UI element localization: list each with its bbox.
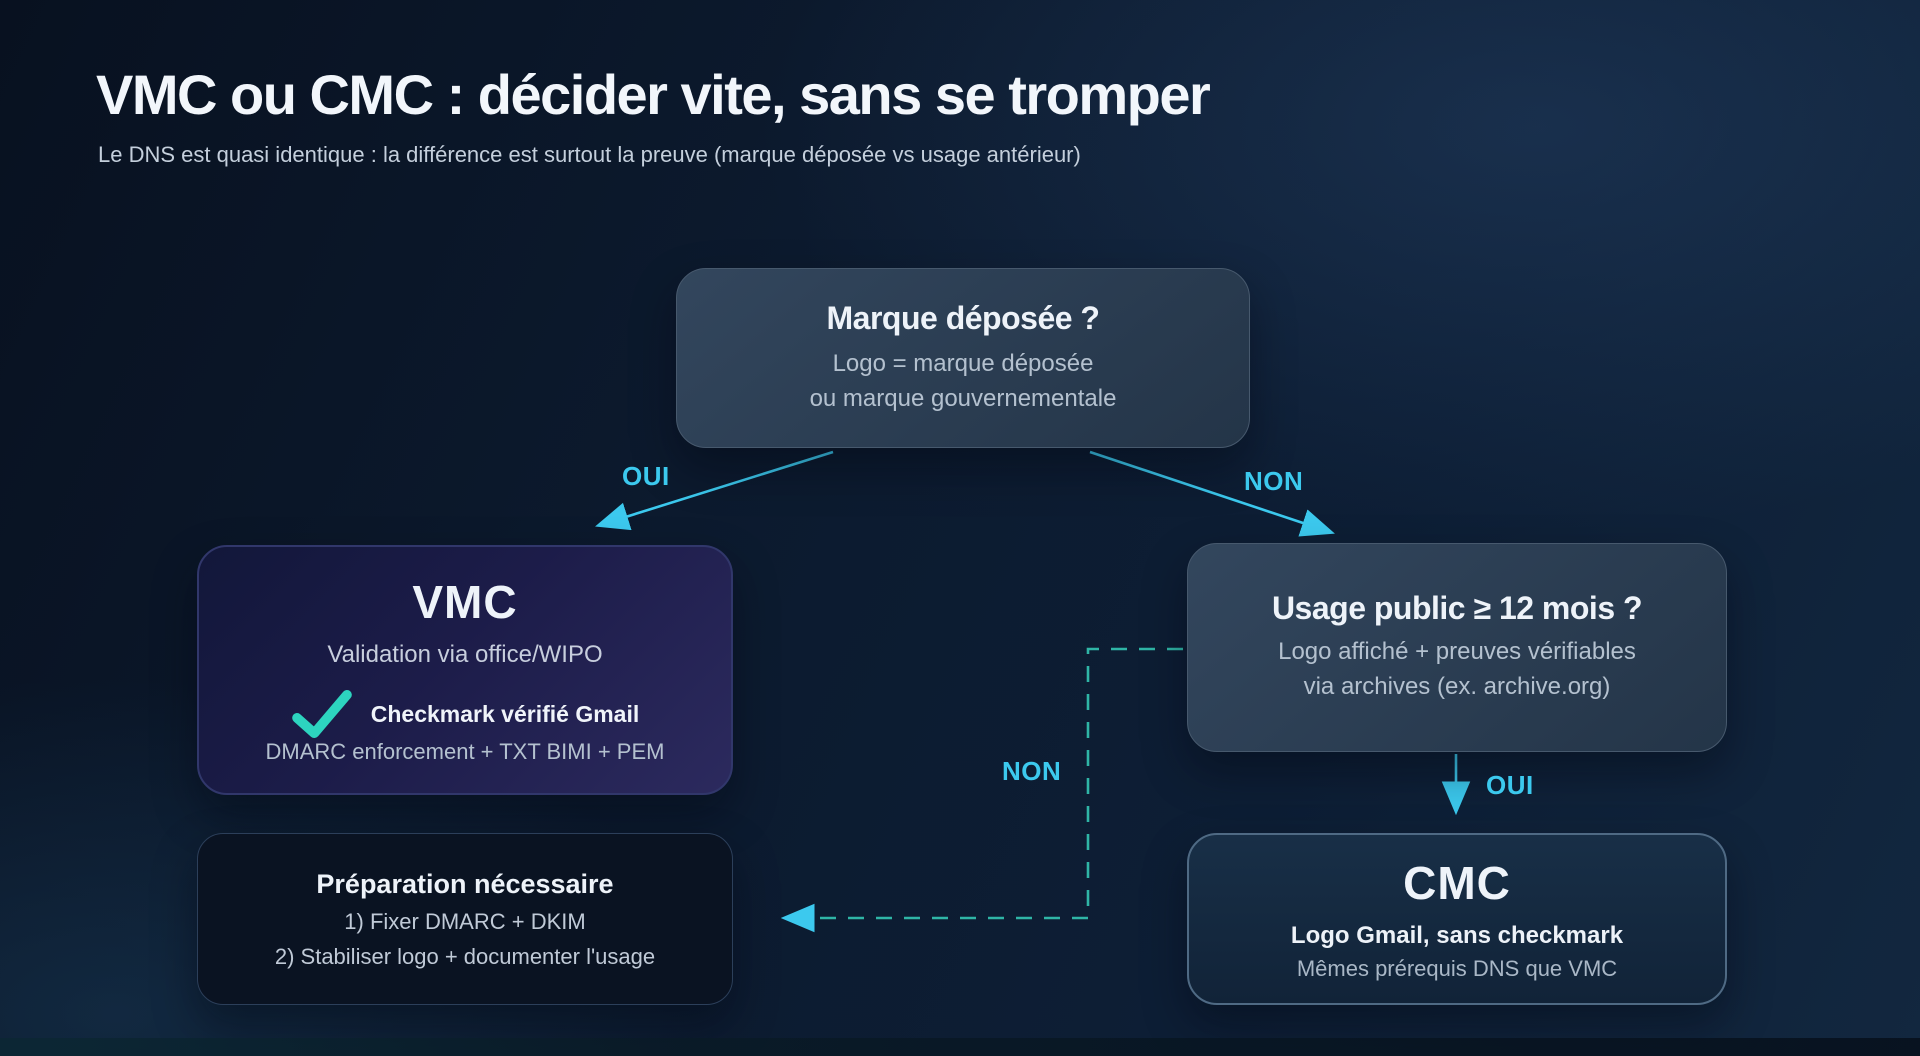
node-usage-public: Usage public ≥ 12 mois ? Logo affiché + … bbox=[1187, 543, 1727, 752]
node-marque-deposee: Marque déposée ? Logo = marque déposée o… bbox=[676, 268, 1250, 448]
edge-label-non-right: NON bbox=[1244, 466, 1304, 496]
node-cmc-title: CMC bbox=[1403, 857, 1511, 909]
edge-label-oui-left: OUI bbox=[622, 461, 670, 491]
page-title: VMC ou CMC : décider vite, sans se tromp… bbox=[96, 63, 1211, 126]
node-usage-line1: Logo affiché + preuves vérifiables bbox=[1278, 638, 1636, 666]
node-prep-step2: 2) Stabiliser logo + documenter l'usage bbox=[274, 943, 656, 969]
node-usage-line2: via archives (ex. archive.org) bbox=[1303, 673, 1611, 700]
checkmark-icon bbox=[291, 689, 352, 739]
node-cmc-line1: Logo Gmail, sans checkmark bbox=[1290, 922, 1624, 949]
node-vmc-subtitle: Validation via office/WIPO bbox=[327, 641, 603, 668]
vmc-check-label: Checkmark vérifié Gmail bbox=[370, 700, 640, 727]
node-preparation: Préparation nécessaire 1) Fixer DMARC + … bbox=[197, 833, 733, 1005]
node-vmc-title: VMC bbox=[412, 576, 518, 628]
vmc-check-row: Checkmark vérifié Gmail bbox=[291, 689, 639, 739]
edge-label-non-dashed: NON bbox=[1002, 756, 1062, 786]
node-usage-title: Usage public ≥ 12 mois ? bbox=[1271, 590, 1643, 627]
edge-non-dashed-to-prep bbox=[780, 647, 1183, 933]
node-cmc: CMC Logo Gmail, sans checkmark Mêmes pré… bbox=[1187, 833, 1727, 1005]
node-marque-title: Marque déposée ? bbox=[826, 299, 1100, 336]
page-subtitle: Le DNS est quasi identique : la différen… bbox=[98, 141, 1081, 167]
node-prep-title: Préparation nécessaire bbox=[316, 868, 614, 899]
header: VMC ou CMC : décider vite, sans se tromp… bbox=[96, 64, 1796, 168]
bottom-strip bbox=[0, 1038, 1920, 1056]
vmc-dns-line: DMARC enforcement + TXT BIMI + PEM bbox=[265, 739, 665, 764]
edge-label-oui-down: OUI bbox=[1486, 770, 1534, 800]
node-prep-step1: 1) Fixer DMARC + DKIM bbox=[344, 908, 586, 934]
node-marque-line2: ou marque gouvernementale bbox=[809, 384, 1117, 412]
node-marque-line1: Logo = marque déposée bbox=[832, 349, 1094, 377]
node-vmc: VMC Validation via office/WIPO Checkmark… bbox=[197, 545, 733, 795]
node-cmc-line2: Mêmes prérequis DNS que VMC bbox=[1296, 956, 1618, 981]
